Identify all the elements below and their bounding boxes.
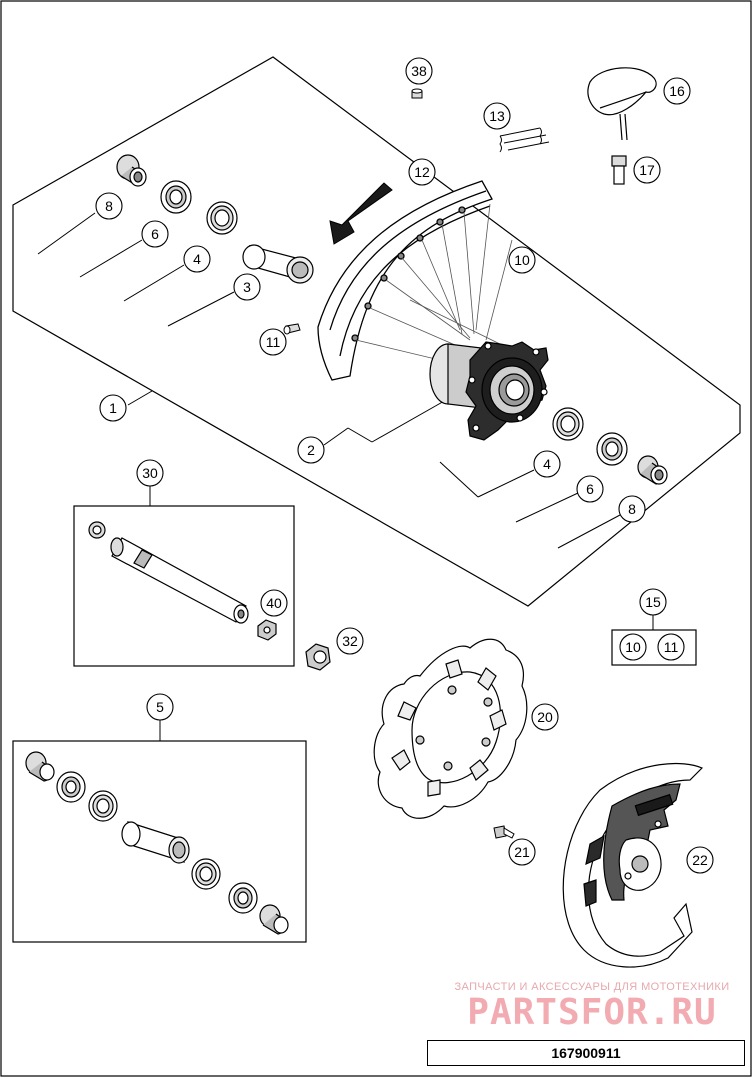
callout-circles	[95, 57, 714, 874]
callout-17: 17	[639, 162, 655, 178]
callout-10: 10	[514, 252, 530, 268]
callout-4-left: 4	[193, 251, 201, 267]
callout-13: 13	[489, 108, 505, 124]
axle-30	[88, 521, 249, 624]
callout-22: 22	[692, 852, 708, 868]
callout-20: 20	[537, 709, 553, 725]
callout-38: 38	[411, 63, 427, 79]
right-hub-parts	[552, 407, 668, 485]
callout-labels: 1 2 3 4 4 5 6 6 8 8 10 10 11 11 12 13 15…	[105, 63, 708, 868]
axle-kit-box	[73, 505, 295, 667]
diagram-number-box: 167900911	[427, 1040, 745, 1066]
left-hub-parts	[116, 154, 314, 284]
callout-6-left: 6	[151, 226, 159, 242]
screw-21	[493, 825, 515, 839]
callout-1: 1	[109, 400, 117, 416]
wheel-rim	[317, 180, 493, 381]
callout-8-right: 8	[628, 501, 636, 517]
callout-11-kit: 11	[664, 639, 679, 655]
nut-32	[305, 643, 331, 671]
rotation-direction-arrow	[329, 182, 393, 245]
nipple-screw-11	[283, 323, 301, 335]
callout-5: 5	[156, 699, 164, 715]
wheel-hub	[429, 341, 549, 441]
callout-2: 2	[307, 442, 315, 458]
callout-32: 32	[342, 633, 358, 649]
watermark-brand: PARTSFOR.RU	[467, 992, 717, 1033]
wheel-spokes	[355, 203, 513, 363]
callout-21: 21	[514, 844, 530, 860]
nut-40	[257, 619, 277, 641]
stand-16	[587, 67, 657, 141]
callout-12: 12	[414, 164, 430, 180]
plug-38	[411, 88, 423, 99]
leader-lines	[37, 212, 654, 741]
valve-17	[611, 155, 627, 185]
callout-40: 40	[266, 595, 282, 611]
brake-disc-20	[373, 638, 528, 819]
callout-6-right: 6	[586, 481, 594, 497]
callout-4-right: 4	[543, 456, 551, 472]
rim-tape-13	[499, 127, 550, 153]
callout-16: 16	[669, 83, 685, 99]
spoke-kit-box	[611, 629, 697, 666]
wheel-kit-frame	[12, 56, 741, 607]
callout-8-left: 8	[105, 198, 113, 214]
callout-3: 3	[243, 279, 251, 295]
callout-15: 15	[645, 594, 661, 610]
callout-10-kit: 10	[625, 639, 641, 655]
watermark-caption: ЗАПЧАСТИ И АКСЕССУАРЫ ДЛЯ МОТОТЕХНИКИ	[454, 981, 730, 993]
disc-guard-22	[562, 762, 704, 968]
bearing-kit-box	[12, 740, 307, 943]
diagram-number: 167900911	[551, 1045, 621, 1061]
bearing-kit-5-parts	[25, 751, 289, 935]
callout-30: 30	[142, 465, 158, 481]
callout-11: 11	[266, 334, 281, 350]
